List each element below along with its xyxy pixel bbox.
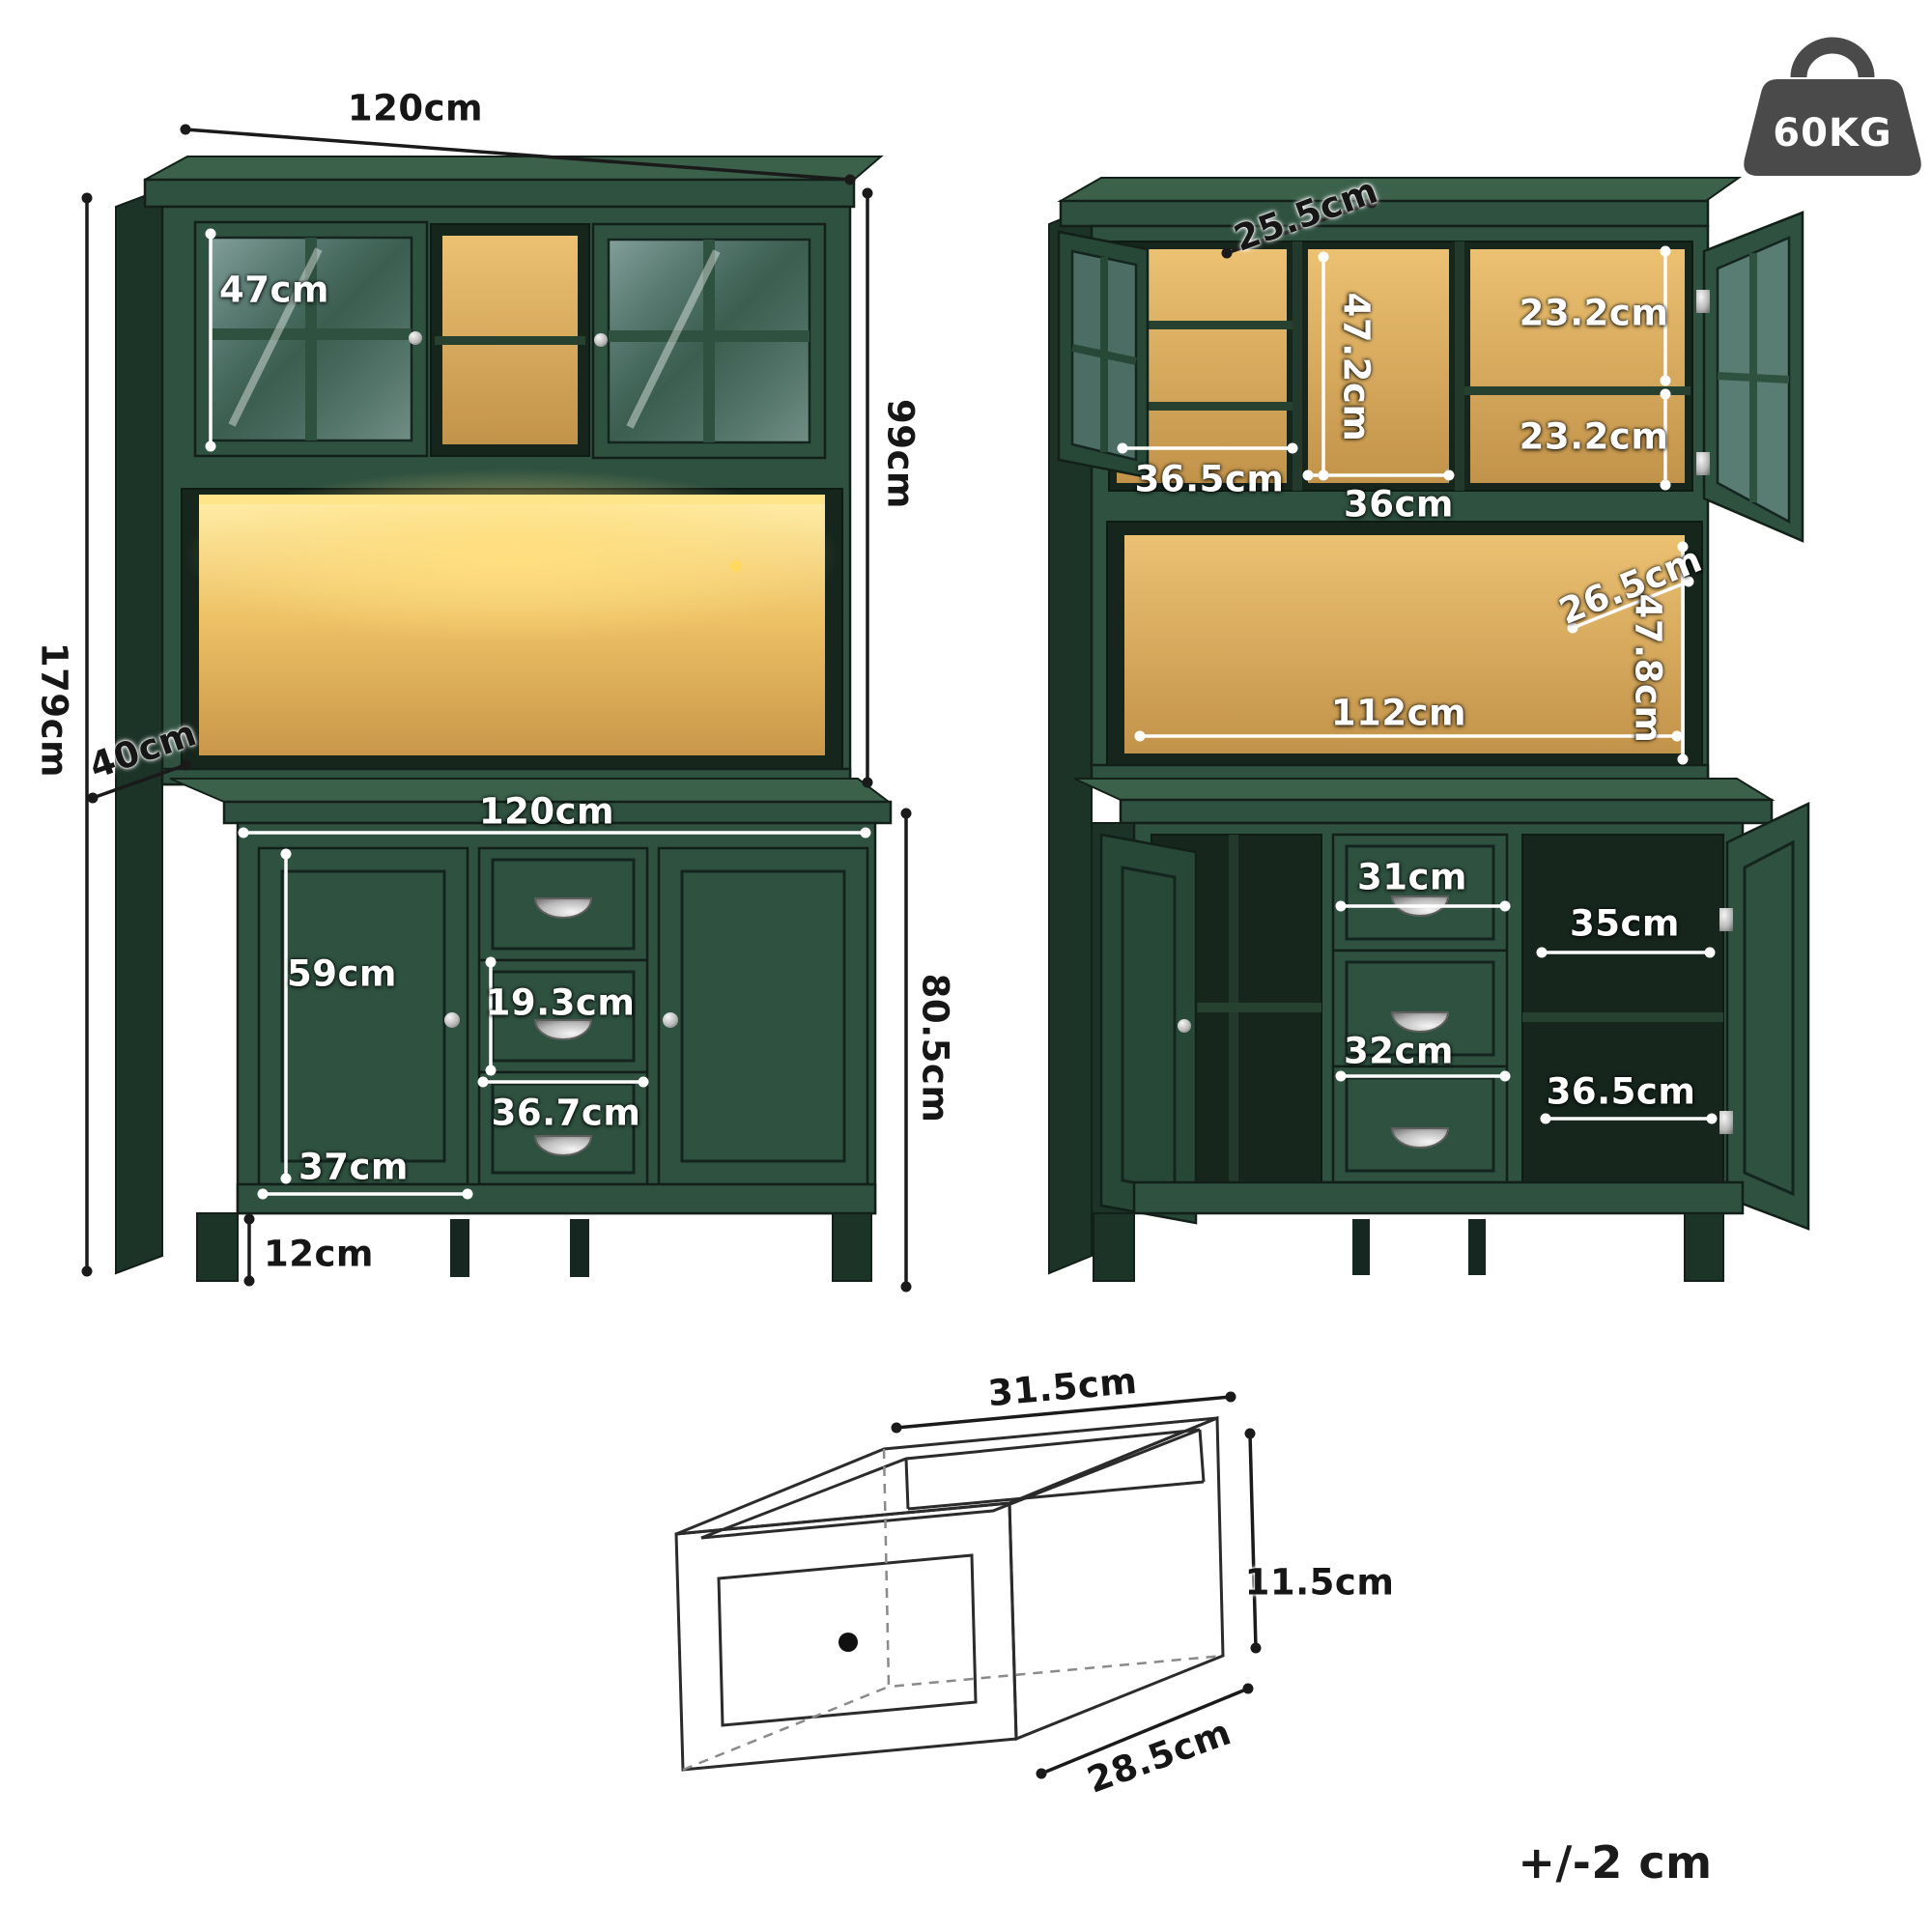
- dim-open-niche-height: 47.8cm: [1627, 593, 1669, 744]
- dim-front-base-width: 120cm: [478, 790, 615, 833]
- dim-front-drawer-width: 36.7cm: [491, 1092, 641, 1134]
- max-load-badge: 60KG: [1773, 111, 1892, 156]
- dim-open-upper-height: 47.2cm: [1335, 292, 1378, 442]
- cup-handle: [1390, 1127, 1450, 1149]
- dim-open-niche-width: 112cm: [1330, 692, 1467, 734]
- dim-front-hutch-height: 99cm: [879, 399, 922, 509]
- open-lower-left-door: [1099, 833, 1198, 1225]
- dim-front-door-height: 59cm: [287, 952, 397, 995]
- open-leg: [1093, 1212, 1135, 1282]
- front-right-base-door: [657, 846, 869, 1186]
- dim-front-leg-height: 12cm: [264, 1233, 374, 1275]
- front-view-illustration: [115, 156, 893, 1282]
- open-cornice: [1059, 199, 1710, 228]
- drawer-detail-sketch: [674, 1415, 1225, 1772]
- led-controller: [730, 560, 742, 572]
- open-upper-left-door: [1057, 230, 1150, 479]
- open-upper-right-door: [1696, 211, 1804, 543]
- front-leg: [196, 1212, 239, 1282]
- open-leg: [1684, 1212, 1724, 1282]
- led-strip: [199, 495, 825, 504]
- hinge: [1719, 1111, 1733, 1134]
- weight-capacity-icon: [1744, 37, 1921, 176]
- dim-front-top-width: 120cm: [347, 87, 484, 129]
- open-niche: [1106, 521, 1703, 766]
- dim-open-side-inner: 35cm: [1570, 902, 1680, 945]
- dim-open-shelf-gap-top: 23.2cm: [1519, 292, 1669, 334]
- dim-open-top-drawer: 31cm: [1357, 856, 1467, 898]
- front-leg: [832, 1212, 872, 1282]
- drawer-front-panel: [674, 1501, 1018, 1772]
- open-leg: [1352, 1219, 1370, 1275]
- front-cornice-top: [144, 156, 884, 181]
- dim-open-mid-drawer: 32cm: [1344, 1030, 1454, 1072]
- hinge: [1696, 290, 1710, 313]
- door-knob: [594, 333, 608, 347]
- open-counter: [1119, 798, 1774, 825]
- front-drawer-stack: [477, 846, 649, 1186]
- open-leg: [1468, 1219, 1486, 1275]
- door-knob: [444, 1012, 460, 1028]
- door-knob: [663, 1012, 678, 1028]
- dim-open-upper-mid-width: 36cm: [1344, 483, 1454, 526]
- front-leg: [450, 1219, 469, 1277]
- open-drawer-stack: [1331, 833, 1509, 1184]
- open-lower-right-door: [1719, 802, 1810, 1231]
- dim-front-base-height: 80.5cm: [914, 973, 956, 1123]
- hinge: [1696, 452, 1710, 475]
- door-knob: [409, 331, 422, 345]
- front-cornice: [143, 178, 856, 209]
- dim-front-drawer-height: 19.3cm: [485, 981, 636, 1024]
- dim-front-door-width: 37cm: [298, 1146, 409, 1188]
- dim-drawer-height: 11.5cm: [1244, 1561, 1395, 1604]
- dim-open-lower-inner: 36.5cm: [1546, 1070, 1696, 1113]
- cup-handle: [533, 897, 593, 919]
- hinge: [1719, 908, 1733, 931]
- cup-handle: [533, 1135, 593, 1156]
- dim-front-total-height: 179cm: [33, 641, 75, 779]
- dim-open-shelf-gap-bottom: 23.2cm: [1519, 415, 1669, 458]
- door-knob: [1178, 1019, 1191, 1033]
- front-leg: [570, 1219, 589, 1277]
- dim-open-upper-left-width: 36.5cm: [1134, 458, 1285, 500]
- front-led-niche: [181, 469, 843, 770]
- cup-handle: [1390, 1011, 1450, 1033]
- dimension-lines: [81, 124, 1718, 1779]
- front-left-base-door: [257, 846, 469, 1186]
- front-left-glass-door: [193, 220, 429, 458]
- dim-front-glass-door: 47cm: [219, 269, 329, 311]
- open-view-illustration: [1048, 177, 1810, 1282]
- tolerance-note: +/-2 cm: [1518, 1836, 1713, 1889]
- front-right-glass-door: [591, 222, 827, 460]
- cup-handle: [533, 1019, 593, 1040]
- drawer-knob: [838, 1633, 858, 1652]
